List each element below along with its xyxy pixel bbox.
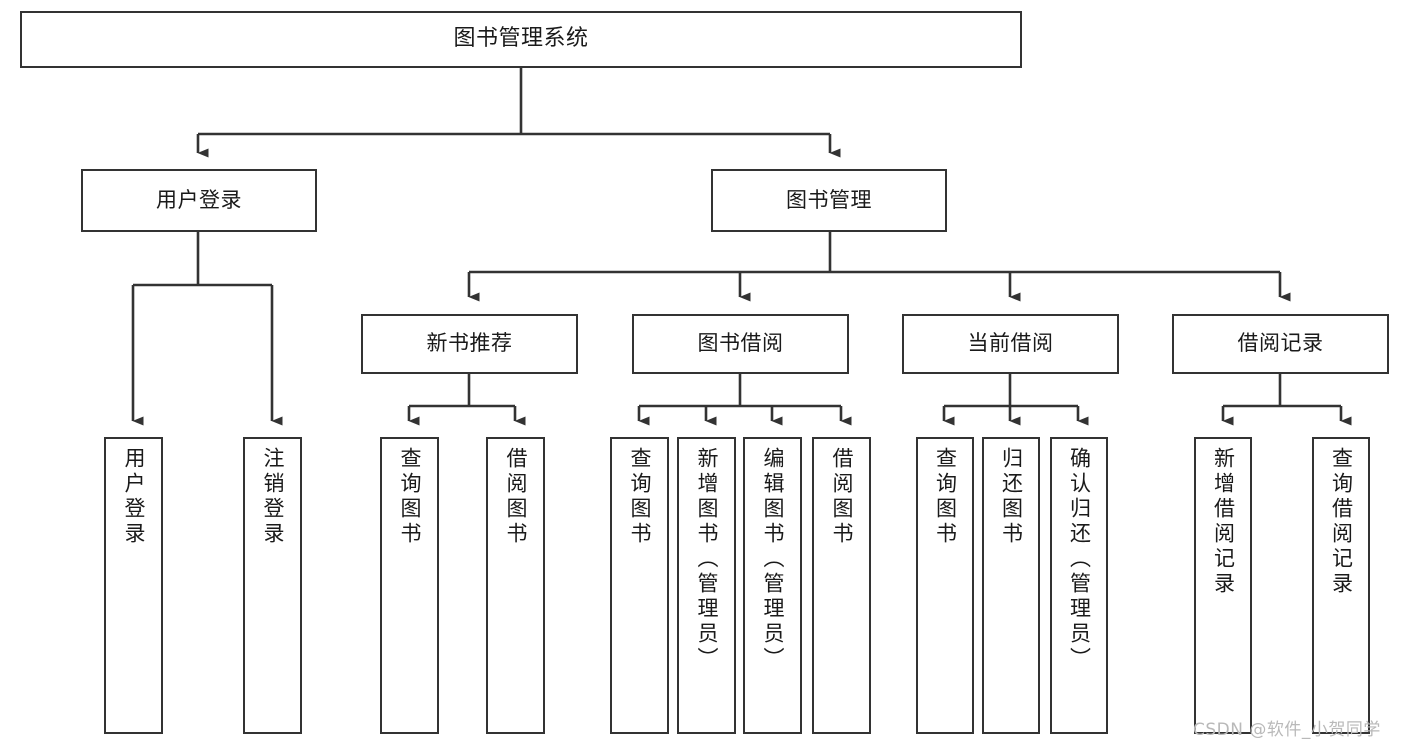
node-leaf-return-book-label: 归还图书: [999, 447, 1024, 547]
node-leaf-query-book-1-label: 查询图书: [398, 447, 422, 547]
node-book-borrow-label: 图书借阅: [697, 331, 784, 356]
node-user-login[interactable]: 用户登录: [81, 169, 317, 232]
node-leaf-return-book[interactable]: 归还图书: [982, 437, 1040, 734]
node-borrow-record-label: 借阅记录: [1237, 331, 1324, 356]
node-leaf-user-login-label: 用户登录: [122, 447, 146, 547]
node-leaf-query-book-2-label: 查询图书: [628, 447, 652, 547]
node-leaf-borrow-book-1-label: 借阅图书: [504, 447, 528, 547]
node-borrow-record[interactable]: 借阅记录: [1172, 314, 1389, 374]
node-leaf-borrow-book-1[interactable]: 借阅图书: [486, 437, 545, 734]
node-current-borrow-label: 当前借阅: [967, 331, 1054, 356]
node-leaf-edit-book[interactable]: 编辑图书（管理员）: [743, 437, 802, 734]
node-new-book-recommend-label: 新书推荐: [426, 331, 513, 356]
node-root-label: 图书管理系统: [453, 26, 589, 52]
node-book-manage-label: 图书管理: [786, 187, 872, 212]
node-leaf-confirm-return[interactable]: 确认归还（管理员）: [1050, 437, 1108, 734]
node-leaf-confirm-return-label: 确认归还（管理员）: [1067, 447, 1092, 672]
node-leaf-user-login[interactable]: 用户登录: [104, 437, 163, 734]
node-leaf-edit-book-label: 编辑图书（管理员）: [761, 447, 785, 672]
node-leaf-add-book[interactable]: 新增图书（管理员）: [677, 437, 736, 734]
node-leaf-query-book-3-label: 查询图书: [933, 447, 958, 547]
node-leaf-add-record[interactable]: 新增借阅记录: [1194, 437, 1252, 734]
node-leaf-query-book-2[interactable]: 查询图书: [610, 437, 669, 734]
node-current-borrow[interactable]: 当前借阅: [902, 314, 1119, 374]
node-leaf-query-book-3[interactable]: 查询图书: [916, 437, 974, 734]
node-leaf-add-book-label: 新增图书（管理员）: [695, 447, 719, 672]
node-leaf-add-record-label: 新增借阅记录: [1211, 447, 1236, 597]
node-new-book-recommend[interactable]: 新书推荐: [361, 314, 578, 374]
csdn-watermark: CSDN @软件_小贺同学: [1193, 720, 1381, 740]
node-leaf-borrow-book-2[interactable]: 借阅图书: [812, 437, 871, 734]
node-leaf-query-book-1[interactable]: 查询图书: [380, 437, 439, 734]
node-user-login-label: 用户登录: [156, 187, 242, 212]
node-leaf-user-logout[interactable]: 注销登录: [243, 437, 302, 734]
node-book-borrow[interactable]: 图书借阅: [632, 314, 849, 374]
node-leaf-borrow-book-2-label: 借阅图书: [830, 447, 854, 547]
node-book-manage[interactable]: 图书管理: [711, 169, 947, 232]
node-leaf-query-record[interactable]: 查询借阅记录: [1312, 437, 1370, 734]
node-leaf-user-logout-label: 注销登录: [261, 447, 285, 547]
node-leaf-query-record-label: 查询借阅记录: [1329, 447, 1354, 597]
node-root[interactable]: 图书管理系统: [20, 11, 1022, 68]
